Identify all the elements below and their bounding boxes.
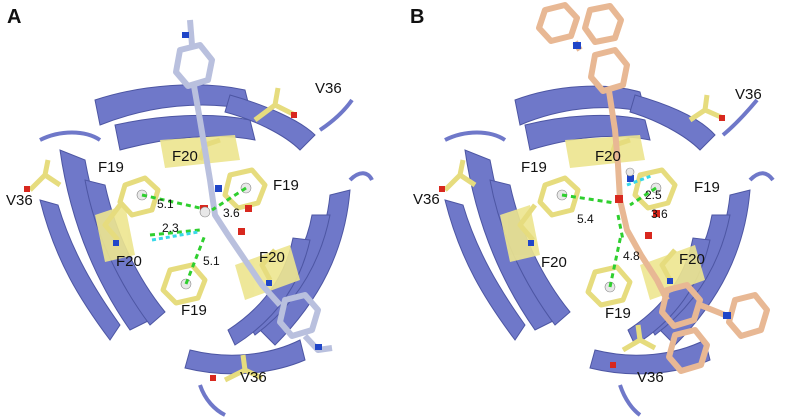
ligand-heteroatoms — [573, 42, 731, 319]
residue-label-v36: V36 — [735, 86, 762, 103]
distance-label: 4.8 — [623, 249, 640, 263]
residue-label-f19: F19 — [694, 179, 720, 196]
distance-label: 2.3 — [162, 221, 179, 235]
interaction-lines — [141, 186, 247, 285]
residue-label-v36: V36 — [240, 369, 267, 386]
residue-label-f19: F19 — [273, 177, 299, 194]
panel-b: B V36 V36 V36 F20 F20 F20 F19 F19 F19 2.… — [405, 0, 809, 419]
residue-label-f20: F20 — [116, 253, 142, 270]
residue-label-f20: F20 — [259, 249, 285, 266]
interaction-lines — [561, 186, 657, 288]
distance-label: 3.6 — [223, 206, 240, 220]
residue-label-v36: V36 — [637, 369, 664, 386]
residue-label-v36: V36 — [413, 191, 440, 208]
residue-label-f20: F20 — [595, 148, 621, 165]
heteroatoms — [439, 115, 725, 368]
distance-label: 2.5 — [645, 188, 662, 202]
heteroatoms — [24, 112, 297, 381]
protein-structure-a — [24, 19, 374, 417]
ring-centroids — [556, 167, 662, 293]
residue-label-f19: F19 — [521, 159, 547, 176]
distance-label: 3.6 — [651, 207, 668, 221]
panel-a: A V36 V36 V36 F20 F20 F20 F19 F19 F19 5.… — [0, 0, 404, 419]
distance-label: 5.1 — [203, 254, 220, 268]
protein-loops — [39, 98, 374, 417]
residue-label-f20: F20 — [541, 254, 567, 271]
side-chains — [28, 87, 297, 383]
ligand — [173, 19, 333, 353]
panel-label: B — [410, 6, 425, 28]
residue-label-f19: F19 — [605, 305, 631, 322]
residue-label-f20: F20 — [172, 148, 198, 165]
residue-label-v36: V36 — [315, 80, 342, 97]
panel-label: A — [7, 6, 22, 28]
side-chains — [443, 94, 725, 353]
residue-label-f20: F20 — [679, 251, 705, 268]
residue-label-v36: V36 — [6, 192, 33, 209]
ligand — [536, 2, 770, 374]
residue-label-f19: F19 — [98, 159, 124, 176]
protein-loops — [444, 98, 775, 417]
protein-structure-b — [439, 2, 775, 417]
protein-ribbon — [444, 85, 751, 375]
residue-label-f19: F19 — [181, 302, 207, 319]
distance-label: 5.4 — [577, 212, 594, 226]
distance-label: 5.1 — [157, 197, 174, 211]
